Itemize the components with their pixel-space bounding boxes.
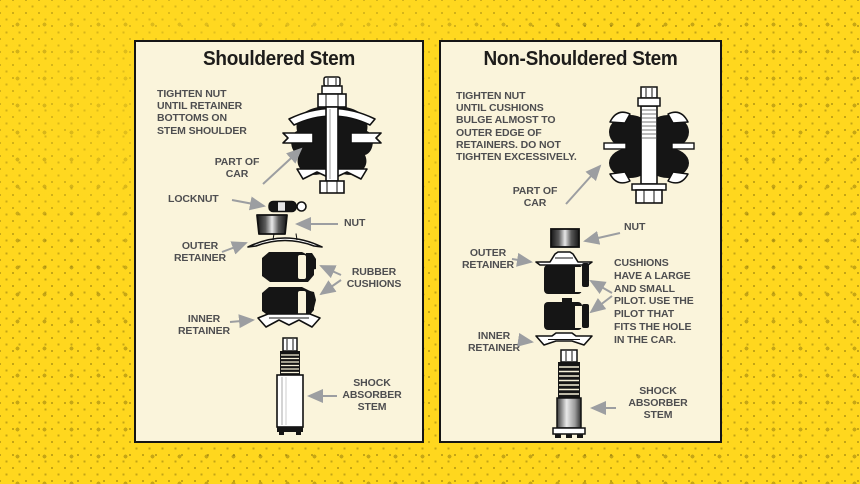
label-rubber-cushions: RUBBER CUSHIONS — [346, 266, 402, 291]
inner-retainer-icon — [534, 331, 594, 349]
locknut-icon — [268, 198, 308, 214]
label-outer-retainer: OUTER RETAINER — [173, 240, 227, 265]
label-nut: NUT — [624, 221, 646, 233]
rubber-cushion-icon — [260, 251, 318, 283]
inner-retainer-icon — [256, 312, 322, 330]
label-nut: NUT — [344, 217, 366, 229]
label-cushions-note: CUSHIONS HAVE A LARGE AND SMALL PILOT. U… — [614, 257, 694, 346]
label-outer-retainer: OUTER RETAINER — [461, 247, 515, 272]
panel-title-non-shouldered: Non-Shouldered Stem — [483, 48, 678, 70]
rubber-cushion-icon — [542, 262, 590, 296]
non-shouldered-stem-panel — [439, 40, 722, 443]
shouldered-assembled-illustration — [281, 76, 383, 198]
rubber-cushion-icon — [542, 298, 590, 332]
label-locknut: LOCKNUT — [168, 193, 219, 205]
label-inner-retainer: INNER RETAINER — [177, 313, 231, 338]
outer-retainer-icon — [246, 229, 324, 249]
non-shouldered-assembled-illustration — [602, 86, 696, 206]
label-inner-retainer: INNER RETAINER — [467, 330, 521, 355]
label-shock-absorber-stem: SHOCK ABSORBER STEM — [628, 385, 688, 422]
instruction-non-shouldered: TIGHTEN NUT UNTIL CUSHIONS BULGE ALMOST … — [456, 90, 577, 163]
label-shock-absorber-stem: SHOCK ABSORBER STEM — [342, 377, 402, 414]
label-part-of-car: PART OF CAR — [214, 156, 260, 181]
instruction-shouldered: TIGHTEN NUT UNTIL RETAINER BOTTOMS ON ST… — [157, 88, 247, 137]
panel-title-shouldered: Shouldered Stem — [203, 48, 355, 70]
shock-stem-icon — [548, 349, 590, 440]
rubber-cushion-icon — [260, 286, 318, 318]
label-part-of-car: PART OF CAR — [512, 185, 558, 210]
nut-icon — [549, 227, 581, 249]
nut-icon — [252, 213, 292, 236]
shock-stem-icon — [274, 337, 306, 435]
